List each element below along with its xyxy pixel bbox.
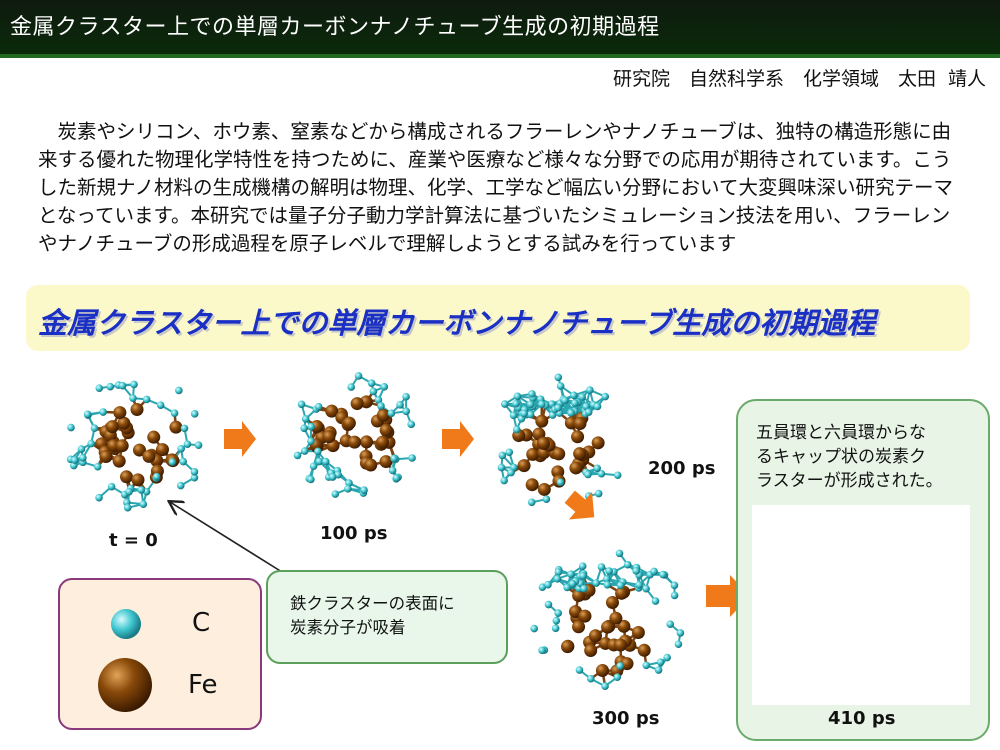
iron-atom-icon xyxy=(98,658,152,712)
page-title: 金属クラスター上での単層カーボンナノチューブ生成の初期過程 xyxy=(10,15,660,40)
time-label-410ps: 410 ps xyxy=(828,708,896,729)
snapshot-100ps-image xyxy=(293,372,416,498)
time-label-300ps: 300 ps xyxy=(592,708,660,729)
carbon-atom-icon xyxy=(111,609,141,639)
author-line: 研究院 自然科学系 化学領域 太田 靖人 xyxy=(612,68,986,90)
adsorption-callout: 鉄クラスターの表面に 炭素分子が吸着 xyxy=(266,570,508,664)
snapshot-t0-image xyxy=(66,380,203,512)
title-bar: 金属クラスター上での単層カーボンナノチューブ生成の初期過程 xyxy=(0,0,1000,58)
arrow-right-icon xyxy=(224,421,256,457)
snapshot-300ps-image xyxy=(530,549,685,691)
cap-note-line-2: るキャップ状の炭素ク xyxy=(756,447,926,467)
legend-iron-label: Fe xyxy=(188,670,218,700)
arrow-down-right-icon xyxy=(564,490,595,520)
cap-result-box: 五員環と六員環からな るキャップ状の炭素ク ラスターが形成された。 xyxy=(736,399,990,741)
callout-line-1: 鉄クラスターの表面に xyxy=(290,594,455,613)
arrow-right-icon xyxy=(442,421,474,457)
subtitle-banner: 金属クラスター上での単層カーボンナノチューブ生成の初期過程 xyxy=(26,285,970,351)
cap-note-line-3: ラスターが形成された。 xyxy=(756,471,943,491)
cap-note-line-1: 五員環と六員環からな xyxy=(756,423,926,443)
callout-line-2: 炭素分子が吸着 xyxy=(290,618,406,637)
legend-box: C Fe xyxy=(58,578,262,730)
section-subtitle: 金属クラスター上での単層カーボンナノチューブ生成の初期過程 xyxy=(38,306,876,340)
snapshot-200ps-image xyxy=(497,373,622,507)
time-label-t0: t = 0 xyxy=(109,530,158,551)
time-label-100ps: 100 ps xyxy=(320,523,388,544)
legend-carbon-label: C xyxy=(192,608,211,638)
cap-image-frame xyxy=(752,505,970,705)
time-label-200ps: 200 ps xyxy=(648,458,716,479)
intro-paragraph: 炭素やシリコン、ホウ素、窒素などから構成されるフラーレンやナノチューブは、独特の… xyxy=(38,120,953,255)
